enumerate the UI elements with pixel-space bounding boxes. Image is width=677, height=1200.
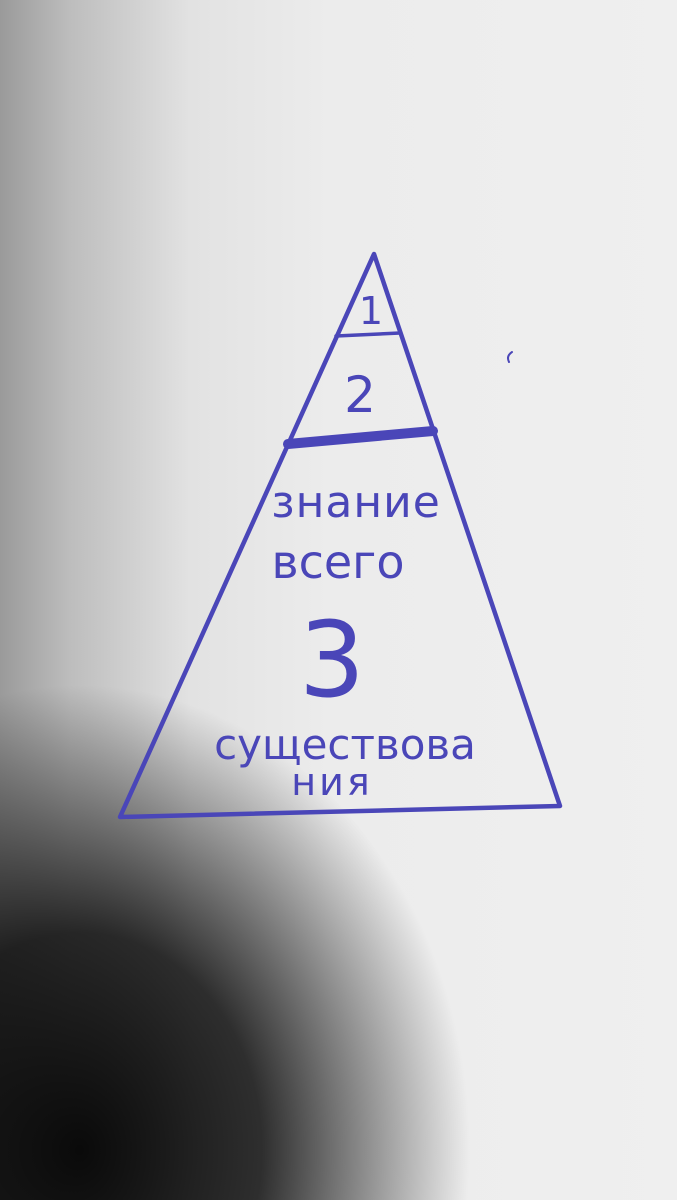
pyramid-outline [117, 251, 563, 820]
level-3-text-line4: ния [291, 760, 372, 804]
level-3-text-line1: знание [271, 477, 441, 528]
divider-level1-level2 [334, 331, 402, 338]
level-1-label: 1 [359, 289, 383, 333]
pen-mark [507, 351, 513, 363]
level-3-number: 3 [299, 599, 365, 721]
level-3-text-line3: существова [214, 720, 476, 769]
level-3-text-line2: всего [271, 535, 404, 589]
level-2-label: 2 [344, 366, 376, 424]
divider-level2-level3 [283, 426, 438, 449]
